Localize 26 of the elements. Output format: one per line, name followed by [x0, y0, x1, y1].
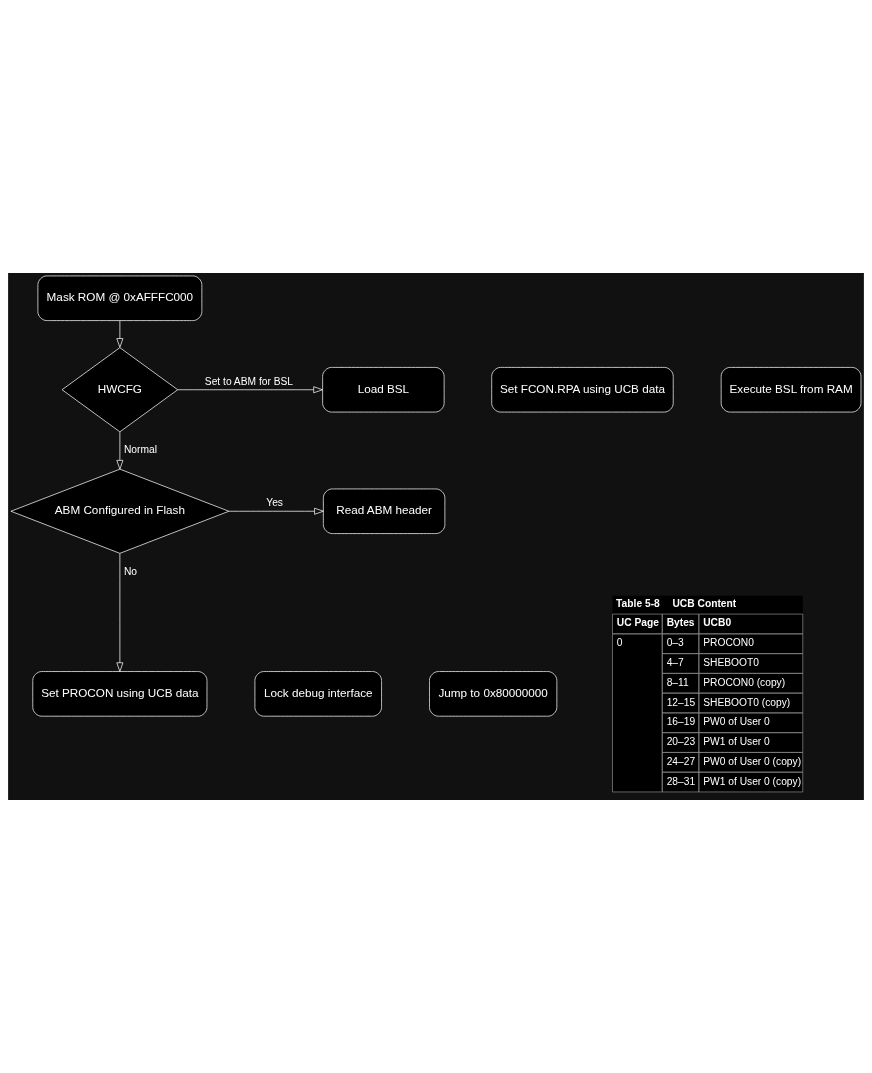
- label: 0: [616, 637, 623, 649]
- label: SHEBOOT0 (copy): [703, 696, 791, 708]
- label: 28–31: [666, 775, 696, 787]
- label: PROCON0 (copy): [703, 676, 786, 688]
- label: PW0 of User 0 (copy): [703, 756, 802, 768]
- label: PROCON0: [703, 637, 754, 649]
- edge-label: Yes: [266, 497, 283, 509]
- label: 0–3: [666, 637, 684, 649]
- edge-label: Normal: [123, 444, 157, 456]
- edge-label: Set to ABM for BSL: [204, 375, 293, 387]
- label: SHEBOOT0: [703, 657, 759, 669]
- label: 8–11: [666, 676, 689, 688]
- label: 16–19: [666, 716, 696, 728]
- label: PW0 of User 0: [703, 716, 770, 728]
- label: Table 5-8: [616, 597, 660, 609]
- edge-label: No: [123, 565, 138, 577]
- label: 24–27: [666, 756, 696, 768]
- label: 4–7: [666, 657, 684, 669]
- label: UCB Content: [672, 597, 737, 609]
- label: PW1 of User 0 (copy): [703, 775, 802, 787]
- label: Bytes: [666, 616, 695, 628]
- label: 12–15: [666, 696, 696, 708]
- label: PW1 of User 0: [703, 736, 770, 748]
- label: 20–23: [666, 736, 696, 748]
- label: UCB0: [703, 616, 732, 628]
- label: UC Page: [616, 616, 659, 628]
